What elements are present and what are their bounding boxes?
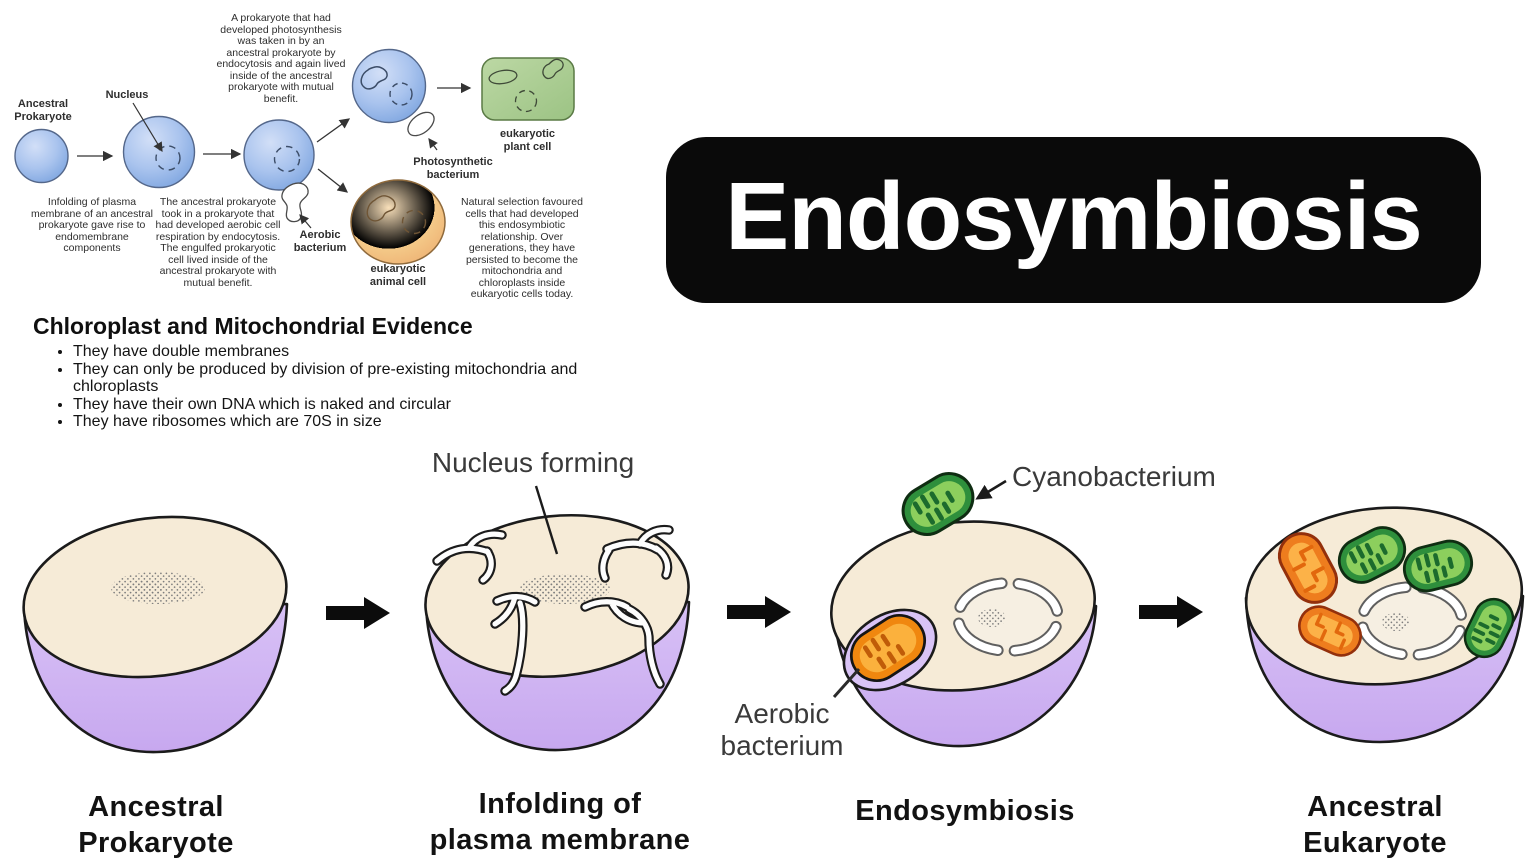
stage-label-infolding: Infolding of plasma membrane [429,788,691,856]
evidence-item: They have their own DNA which is naked a… [73,396,613,414]
prokaryote-engulfing-photosynthetic-cell [351,48,438,151]
page-title: Endosymbiosis [725,163,1422,270]
natural-selection-paragraph: Natural selection favoured cells that ha… [461,196,583,300]
eukaryotic-plant-cell-label: eukaryotic plant cell [499,128,556,153]
evidence-section: Chloroplast and Mitochondrial Evidence T… [33,313,613,431]
aerobic-uptake-paragraph: The ancestral prokaryote took in a proka… [155,196,281,289]
ancestral-prokaryote-label: Ancestral Prokaryote [14,98,72,123]
photosynthesis-uptake-paragraph: A prokaryote that had developed photosyn… [216,12,346,105]
prokaryote-engulfing-aerobic-cell [243,119,315,229]
title-banner: Endosymbiosis [666,137,1481,303]
nucleus-label: Nucleus [105,89,149,101]
stage-label-ancestral-eukaryote: Ancestral Eukaryote [1303,791,1447,859]
evidence-item: They can only be produced by division of… [73,361,613,396]
stage2-infolding-cell [424,485,691,752]
evidence-heading: Chloroplast and Mitochondrial Evidence [33,313,473,339]
stage3-endosymbiosis-cell [829,465,1098,748]
evidence-item: They have ribosomes which are 70S in siz… [73,413,613,431]
stage-label-endosymbiosis: Endosymbiosis [855,795,1075,827]
photosynthetic-bacterium-label: Photosynthetic bacterium [413,156,493,181]
flow-diagram-small [14,48,575,265]
cyanobacterium-pointer-arrow [975,479,1007,500]
membrane-channels [432,524,674,696]
nucleus-forming-pointer-line [534,485,559,555]
eukaryotic-animal-cell [350,179,446,265]
aerobic-bacterium-label: Aerobic bacterium [720,698,844,761]
infolding-paragraph: Infolding of plasma membrane of an ances… [31,196,153,254]
cyanobacterium-label: Cyanobacterium [1012,461,1216,492]
forming-nucleus [958,583,1058,651]
aerobic-bacterium-small-label: Aerobic bacterium [293,229,347,254]
prokaryote-with-nucleus-cell [122,102,196,189]
eukaryotic-plant-cell [481,57,575,121]
evidence-list: They have double membranes They can only… [33,343,613,431]
nucleus-shape [1362,587,1462,655]
evidence-item: They have double membranes [73,343,613,361]
ancestral-prokaryote-cell [14,128,69,184]
stage-label-ancestral-prokaryote: Ancestral Prokaryote [78,791,234,859]
eukaryotic-animal-cell-label: eukaryotic animal cell [369,263,427,288]
flow-arrows [77,82,472,193]
stage4-ancestral-eukaryote-cell [1244,506,1525,744]
aerobic-bacterium-pointer-line [832,668,861,698]
stage-diagram-large [22,465,1525,754]
nucleus-forming-label: Nucleus forming [431,447,635,478]
stage1-ancestral-prokaryote [22,515,289,754]
